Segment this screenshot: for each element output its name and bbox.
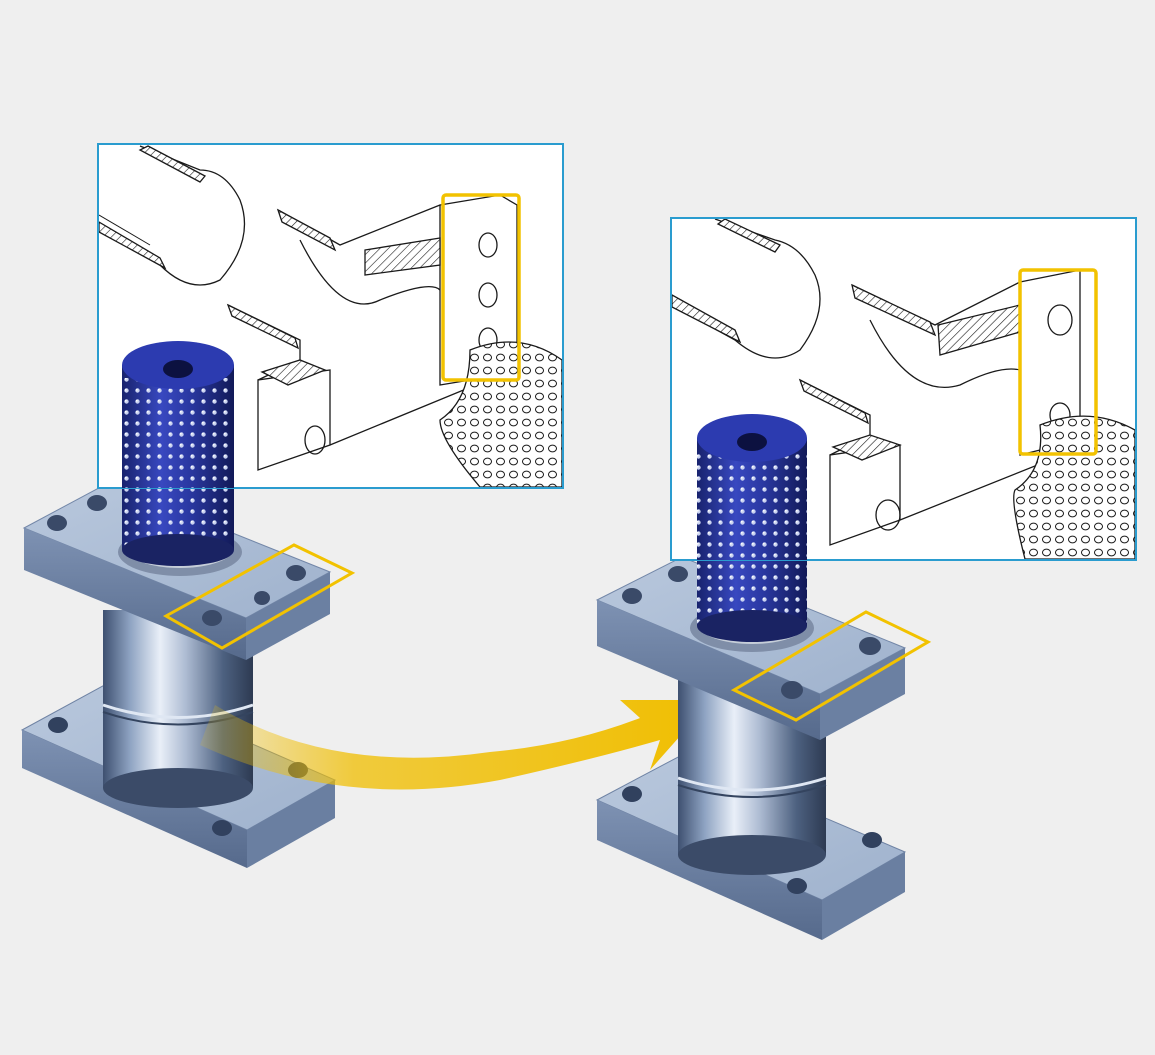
ball-cage-left-front	[122, 341, 234, 488]
inset-highlight-right	[1018, 268, 1098, 456]
flange-highlight-right	[730, 610, 932, 722]
transition-arrow	[200, 700, 712, 790]
curved-arrow-icon	[200, 700, 712, 790]
guide-pillar-assembly-left	[20, 341, 356, 868]
inset-highlight-left	[441, 193, 521, 382]
detail-inset-left	[97, 143, 564, 489]
flange-highlight-left	[162, 543, 356, 650]
ball-cage-right-front	[697, 414, 807, 560]
